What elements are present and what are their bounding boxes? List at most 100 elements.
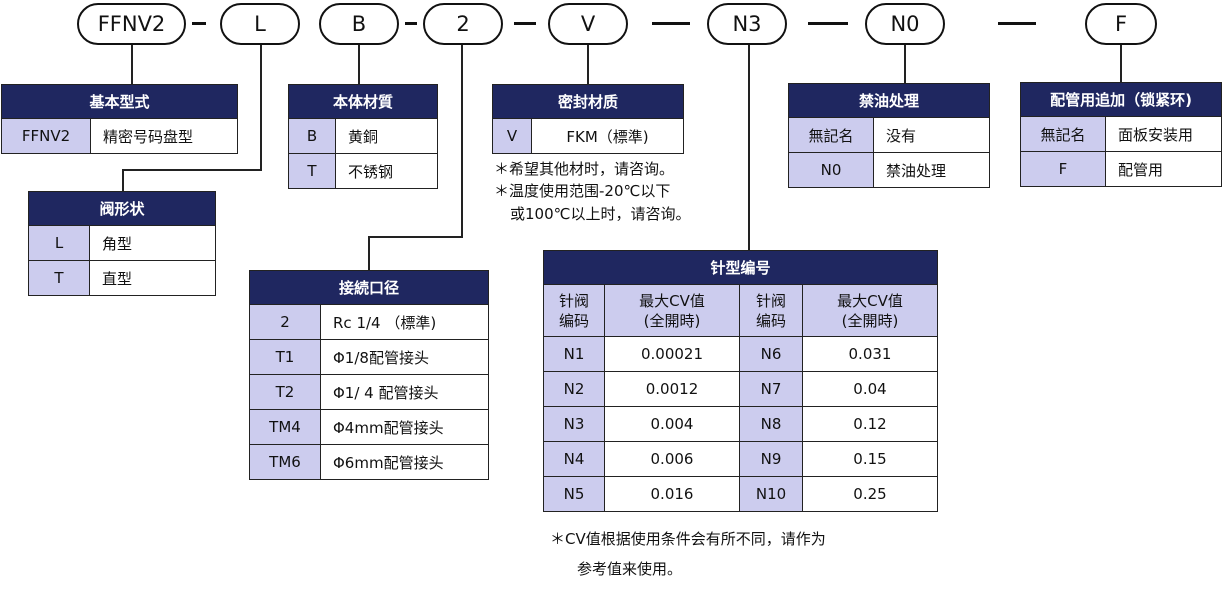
seal-note-1: ＊希望其他材时，请咨询。 xyxy=(494,160,675,178)
option-code: 無記名 xyxy=(788,117,874,153)
seal-note-3: 或100℃以上时，请咨询。 xyxy=(510,205,691,223)
seal-note-2: ＊温度使用范围-20℃以下 xyxy=(494,182,671,200)
cv-value: 0.25 xyxy=(802,476,938,512)
cv-note-2: 参考值来使用。 xyxy=(577,560,683,578)
needle-code: N2 xyxy=(543,371,605,407)
option-description: 禁油处理 xyxy=(873,152,990,188)
table-title: 针型编号 xyxy=(543,250,938,285)
option-code: T xyxy=(28,260,90,296)
option-code: B xyxy=(288,118,336,154)
basic-model-table: 基本型式 FFNV2 精密号码盘型 xyxy=(1,84,238,154)
needle-code: N5 xyxy=(543,476,605,512)
option-code: T2 xyxy=(249,374,321,410)
code-part-body-material: B xyxy=(319,3,399,45)
cv-value: 0.00021 xyxy=(604,336,740,372)
connector-line xyxy=(587,45,589,84)
needle-type-table: 针型编号 针阀 编码 最大CV值 (全開時) 针阀 编码 最大CV值 (全開時)… xyxy=(543,250,938,512)
connector-line xyxy=(131,45,133,85)
table-title: 禁油处理 xyxy=(788,83,990,118)
option-description: 精密号码盘型 xyxy=(90,118,238,154)
cv-value: 0.006 xyxy=(604,441,740,477)
option-description: 直型 xyxy=(89,260,216,296)
option-code: FFNV2 xyxy=(1,118,91,154)
option-description: Φ1/8配管接头 xyxy=(320,339,489,375)
code-part-needle: N3 xyxy=(707,3,787,45)
needle-code: N7 xyxy=(739,371,803,407)
connector-line xyxy=(461,45,463,237)
needle-code: N6 xyxy=(739,336,803,372)
table-title: 配管用追加（锁紧环) xyxy=(1020,82,1222,117)
option-code: N0 xyxy=(788,152,874,188)
code-separator xyxy=(808,22,848,25)
option-description: FKM（標準) xyxy=(531,118,684,154)
option-description: Φ4mm配管接头 xyxy=(320,409,489,445)
cv-value: 0.016 xyxy=(604,476,740,512)
table-title: 基本型式 xyxy=(1,84,238,119)
option-code: TM4 xyxy=(249,409,321,445)
code-part-seal: V xyxy=(548,3,628,45)
table-row: N2 0.0012 N7 0.04 xyxy=(543,371,938,407)
needle-code: N10 xyxy=(739,476,803,512)
option-code: 2 xyxy=(249,304,321,340)
cv-value: 0.004 xyxy=(604,406,740,442)
column-header: 针阀 编码 xyxy=(739,284,803,337)
option-code: L xyxy=(28,225,90,261)
table-title: 密封材质 xyxy=(492,84,684,119)
connector-line xyxy=(1120,45,1122,82)
cv-value: 0.04 xyxy=(802,371,938,407)
needle-code: N4 xyxy=(543,441,605,477)
option-code: 無記名 xyxy=(1020,116,1106,152)
code-separator xyxy=(998,22,1036,25)
code-part-shape: L xyxy=(220,3,300,45)
option-description: 黄銅 xyxy=(335,118,438,154)
option-description: 面板安装用 xyxy=(1105,116,1222,152)
connector-line xyxy=(260,45,262,170)
option-code: T1 xyxy=(249,339,321,375)
body-material-table: 本体材質 B 黄銅 T 不锈钢 xyxy=(288,84,438,189)
connector-line xyxy=(122,169,124,191)
code-separator xyxy=(652,22,690,25)
option-description: 角型 xyxy=(89,225,216,261)
port-size-table: 接続口径 2 Rc 1/4 （標準) T1 Φ1/8配管接头 T2 Φ1/ 4 … xyxy=(249,270,489,480)
option-code: T xyxy=(288,153,336,189)
needle-code: N1 xyxy=(543,336,605,372)
needle-code: N9 xyxy=(739,441,803,477)
needle-code: N3 xyxy=(543,406,605,442)
piping-addition-table: 配管用追加（锁紧环) 無記名 面板安装用 F 配管用 xyxy=(1020,82,1222,187)
column-header: 最大CV值 (全開時) xyxy=(604,284,740,337)
column-header: 针阀 编码 xyxy=(543,284,605,337)
code-part-piping: F xyxy=(1085,3,1157,45)
code-separator xyxy=(192,22,206,25)
code-part-port: 2 xyxy=(423,3,503,45)
table-title: 接続口径 xyxy=(249,270,489,305)
table-row: N1 0.00021 N6 0.031 xyxy=(543,336,938,372)
seal-material-table: 密封材质 V FKM（標準) xyxy=(492,84,684,154)
valve-shape-table: 阀形状 L 角型 T 直型 xyxy=(28,191,216,296)
oil-treatment-table: 禁油处理 無記名 没有 N0 禁油处理 xyxy=(788,83,990,188)
option-code: TM6 xyxy=(249,444,321,480)
column-header: 最大CV值 (全開時) xyxy=(802,284,938,337)
cv-value: 0.15 xyxy=(802,441,938,477)
connector-line xyxy=(122,169,262,171)
option-code: V xyxy=(492,118,532,154)
connector-line xyxy=(368,236,463,238)
cv-value: 0.0012 xyxy=(604,371,740,407)
connector-line xyxy=(748,45,750,250)
code-part-model: FFNV2 xyxy=(77,3,186,45)
option-description: Rc 1/4 （標準) xyxy=(320,304,489,340)
connector-line xyxy=(904,45,906,83)
table-title: 阀形状 xyxy=(28,191,216,226)
table-row: N3 0.004 N8 0.12 xyxy=(543,406,938,442)
cv-value: 0.12 xyxy=(802,406,938,442)
table-title: 本体材質 xyxy=(288,84,438,119)
option-description: 没有 xyxy=(873,117,990,153)
table-row: N4 0.006 N9 0.15 xyxy=(543,441,938,477)
option-description: 不锈钢 xyxy=(335,153,438,189)
code-separator xyxy=(405,22,417,25)
option-description: Φ6mm配管接头 xyxy=(320,444,489,480)
option-code: F xyxy=(1020,151,1106,187)
code-part-oil: N0 xyxy=(865,3,945,45)
option-description: 配管用 xyxy=(1105,151,1222,187)
table-row: N5 0.016 N10 0.25 xyxy=(543,476,938,512)
connector-line xyxy=(368,236,370,270)
